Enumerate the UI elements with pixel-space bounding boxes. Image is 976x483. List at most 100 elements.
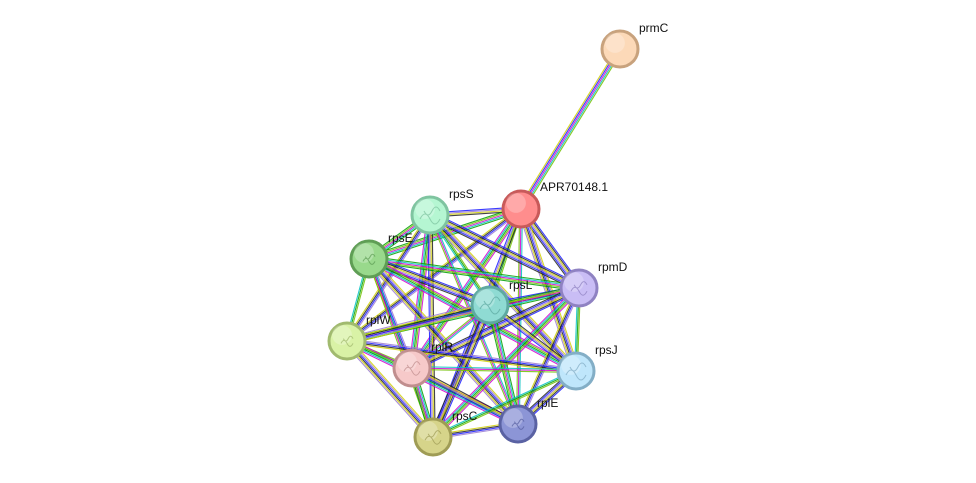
edge-evidence-line xyxy=(430,212,581,287)
edge-evidence-line xyxy=(521,208,578,371)
edge-evidence-line xyxy=(516,287,579,424)
edge-evidence-line xyxy=(346,208,521,341)
node-circle[interactable] xyxy=(556,351,596,391)
edge-evidence-line xyxy=(411,368,576,373)
edge-evidence-line xyxy=(347,305,491,343)
protein-structure-icon xyxy=(419,206,441,225)
edge-evidence-line xyxy=(428,217,578,292)
edge-evidence-line xyxy=(428,216,579,291)
edge-evidence-line xyxy=(349,338,437,436)
node-rpss[interactable]: rpsS xyxy=(410,187,474,235)
edge-evidence-line xyxy=(365,260,516,427)
edge-evidence-line xyxy=(347,306,491,344)
node-rpsj[interactable]: rpsJ xyxy=(556,343,618,391)
edge-evidence-line xyxy=(427,215,432,438)
edge-rplR-rplE[interactable] xyxy=(410,365,520,427)
edge-evidence-line xyxy=(369,255,580,286)
node-rple[interactable]: rplE xyxy=(498,396,558,444)
protein-structure-icon xyxy=(362,253,376,265)
node-apr70148-1[interactable]: APR70148.1 xyxy=(501,180,608,229)
protein-structure-icon xyxy=(511,418,525,430)
edge-evidence-line xyxy=(517,209,574,373)
edge-evidence-line xyxy=(411,368,518,426)
node-label: rplR xyxy=(431,340,453,354)
edge-evidence-line xyxy=(368,261,579,292)
edge-evidence-line xyxy=(412,366,577,371)
edge-evidence-line xyxy=(367,260,575,374)
edge-evidence-line xyxy=(368,260,490,308)
protein-structure-icon xyxy=(340,335,354,347)
edge-evidence-line xyxy=(409,207,520,367)
node-label: rpsL xyxy=(509,278,533,292)
edge-rpsJ-rpsC[interactable] xyxy=(432,369,577,439)
edge-evidence-line xyxy=(346,341,433,438)
edge-rpsL-rplW[interactable] xyxy=(346,301,491,345)
node-highlight xyxy=(397,352,417,372)
edge-rplR-rpsJ[interactable] xyxy=(411,366,577,373)
edge-evidence-line xyxy=(486,305,516,425)
edge-evidence-line xyxy=(431,211,581,286)
edge-evidence-line xyxy=(413,290,581,372)
edge-evidence-line xyxy=(432,369,576,437)
edge-evidence-line xyxy=(522,208,579,371)
edge-evidence-line xyxy=(347,339,577,371)
node-label: rplE xyxy=(537,396,558,410)
node-rpse[interactable]: rpsE xyxy=(349,231,413,279)
edge-evidence-line xyxy=(368,259,518,425)
edge-evidence-line xyxy=(434,305,493,439)
node-rpmd[interactable]: rpmD xyxy=(559,260,628,308)
node-highlight xyxy=(418,421,438,441)
node-circle[interactable] xyxy=(410,195,450,235)
node-rpsc[interactable]: rpsC xyxy=(413,409,478,457)
node-highlight xyxy=(475,289,495,309)
edge-evidence-line xyxy=(518,288,581,425)
node-rplr[interactable]: rplR xyxy=(392,340,453,388)
node-rpsl[interactable]: rpsL xyxy=(470,278,533,325)
edge-evidence-line xyxy=(347,209,522,342)
edge-evidence-line xyxy=(521,49,622,211)
edge-evidence-line xyxy=(429,303,488,436)
edge-evidence-line xyxy=(347,307,491,345)
edge-evidence-line xyxy=(412,365,520,423)
node-prmc[interactable]: prmC xyxy=(600,21,669,69)
edge-evidence-line xyxy=(369,256,491,304)
edge-evidence-line xyxy=(410,214,430,368)
edge-evidence-line xyxy=(369,257,580,288)
edge-evidence-line xyxy=(435,306,494,439)
node-circle[interactable] xyxy=(600,29,640,69)
edge-rpsE-rpmD[interactable] xyxy=(368,255,580,292)
protein-structure-icon xyxy=(424,430,442,445)
node-highlight xyxy=(415,199,435,219)
edge-evidence-line xyxy=(410,369,518,427)
protein-structure-icon xyxy=(479,296,501,315)
edge-evidence-line xyxy=(368,258,580,289)
node-circle[interactable] xyxy=(392,348,432,388)
edge-evidence-line xyxy=(433,305,492,438)
edge-evidence-line xyxy=(346,302,490,340)
node-label: rpsC xyxy=(452,409,478,423)
edge-evidence-line xyxy=(411,214,431,369)
edge-evidence-line xyxy=(430,213,580,288)
edge-rpsE-rpsL[interactable] xyxy=(367,255,492,309)
node-circle[interactable] xyxy=(413,417,453,457)
edge-evidence-line xyxy=(369,257,491,305)
edge-evidence-line xyxy=(522,50,623,211)
edge-APR70148.1-rpsJ[interactable] xyxy=(517,207,580,373)
edge-prmC-APR70148.1[interactable] xyxy=(518,47,623,211)
edge-evidence-line xyxy=(411,208,522,369)
edge-evidence-line xyxy=(347,340,434,437)
edge-evidence-line xyxy=(432,370,577,438)
node-rplw[interactable]: rplW xyxy=(327,313,391,361)
edge-rplW-rpsC[interactable] xyxy=(343,338,437,440)
node-circle[interactable] xyxy=(470,285,510,325)
node-circle[interactable] xyxy=(559,268,599,308)
edge-evidence-line xyxy=(346,341,576,373)
edge-rplW-rpsJ[interactable] xyxy=(346,338,577,374)
edge-rpmD-rplE[interactable] xyxy=(515,286,582,426)
node-label: rpsE xyxy=(388,231,413,245)
node-label: rpmD xyxy=(598,260,628,274)
edge-evidence-line xyxy=(518,209,575,372)
edge-rpsS-rpmD[interactable] xyxy=(428,211,581,292)
node-circle[interactable] xyxy=(501,189,541,229)
